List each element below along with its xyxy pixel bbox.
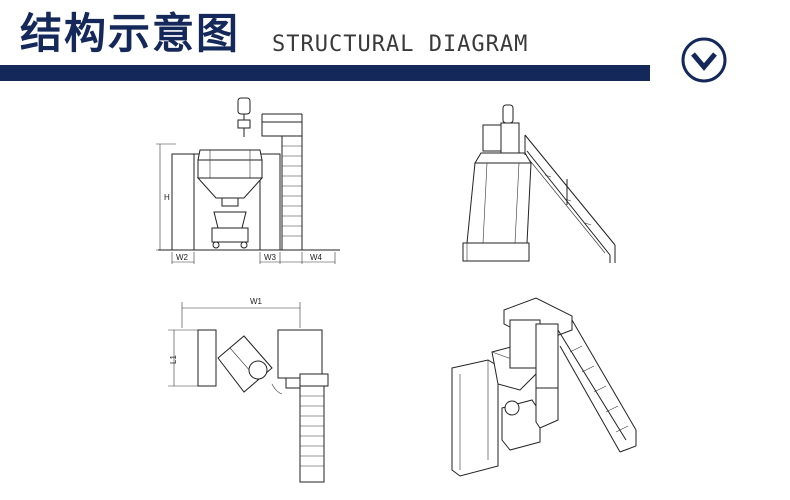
- chevron-down-circle-icon[interactable]: [680, 36, 728, 84]
- dim-label-w3: W3: [264, 253, 277, 262]
- dim-label-h: H: [164, 193, 170, 202]
- dim-label-w1: W1: [250, 297, 263, 306]
- top-view-drawing: W1 L1: [160, 288, 340, 488]
- header-bar: [0, 65, 650, 81]
- isometric-view-drawing: [440, 290, 650, 490]
- front-view-drawing: H: [150, 92, 350, 272]
- dim-label-w2: W2: [176, 253, 189, 262]
- page-title: 结构示意图: [20, 9, 241, 58]
- side-view-drawing: [455, 95, 625, 270]
- dim-label-l1: L1: [169, 355, 178, 364]
- page-subtitle: STRUCTURAL DIAGRAM: [272, 32, 529, 57]
- dim-label-w4: W4: [310, 253, 323, 262]
- header: 结构示意图 STRUCTURAL DIAGRAM: [0, 0, 790, 95]
